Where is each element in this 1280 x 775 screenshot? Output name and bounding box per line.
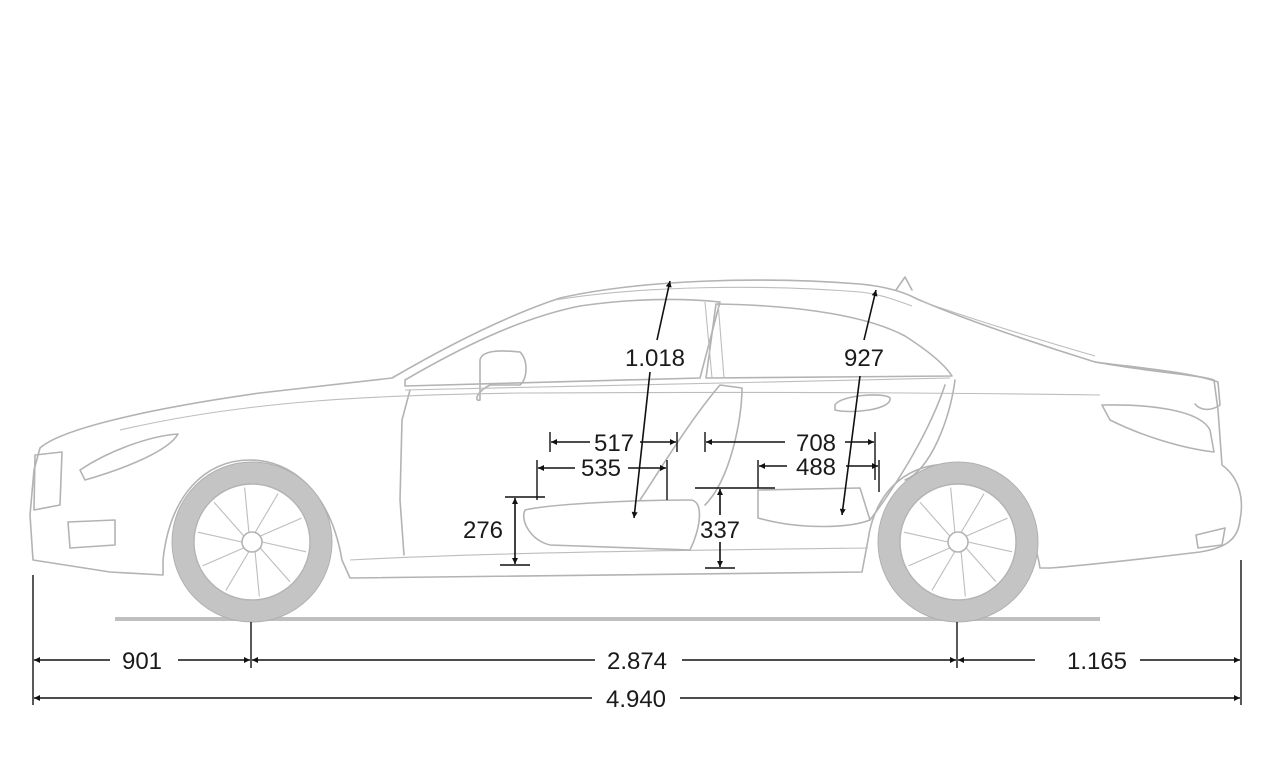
rear-overhang-label: 1.165 (1067, 648, 1127, 675)
wheel-spoke (261, 541, 307, 553)
rear-window-outline (705, 303, 953, 379)
rear-spoiler (1094, 361, 1221, 411)
wheel-spoke (254, 551, 260, 597)
wheel-spoke (225, 551, 250, 591)
window-outline (404, 298, 721, 387)
rear-glass (917, 299, 1096, 357)
wheelbase-label: 2.874 (607, 648, 667, 675)
wheel-spoke (259, 547, 291, 583)
wheel-spoke (919, 501, 951, 537)
door-handle (834, 394, 891, 413)
front-seatback (639, 384, 743, 506)
wheel-spoke (259, 517, 302, 537)
front-headroom-label: 1.018 (625, 345, 685, 372)
wheel-spoke (197, 531, 243, 543)
rear-seat (757, 487, 871, 528)
wheel-spoke (965, 547, 997, 583)
character-line (119, 391, 1101, 431)
roof-rail (554, 286, 913, 307)
front-door-line (399, 389, 411, 556)
fog-light (67, 519, 116, 549)
overall-length-label: 4.940 (606, 686, 666, 713)
exhaust (1195, 527, 1226, 549)
sill-line (349, 547, 869, 561)
rear-wheel (877, 461, 1039, 623)
front-grille (33, 451, 63, 511)
rear-legroom-708-label: 708 (796, 430, 836, 457)
rear-headroom-label: 927 (844, 345, 884, 372)
rear-seatback (869, 384, 946, 521)
dimension-labels: 901 2.874 1.165 4.940 1.018 927 517 535 … (122, 345, 1127, 713)
wheel-spoke (254, 493, 279, 533)
b-pillar (704, 301, 725, 379)
side-mirror (476, 350, 527, 402)
tail-light (1101, 404, 1215, 453)
wheel-spoke (244, 487, 250, 533)
front-seat-height-label: 276 (463, 517, 503, 544)
wheel-spoke (965, 517, 1008, 537)
wheel-spoke (903, 531, 949, 543)
wheel-spoke (213, 501, 245, 537)
wheel-spoke (931, 551, 956, 591)
wheel-spoke (908, 547, 951, 567)
front-overhang-label: 901 (122, 648, 162, 675)
dimension-lines (32, 280, 1242, 705)
antenna (895, 276, 913, 291)
wheel-spoke (967, 541, 1013, 553)
wheel-spoke (960, 551, 966, 597)
rear-seat-height-label: 337 (700, 517, 740, 544)
wheel-spoke (960, 493, 985, 533)
front-seat (523, 499, 701, 551)
front-wheel (171, 461, 333, 623)
rear-legroom-488-label: 488 (796, 454, 836, 481)
wheel-spoke (202, 547, 245, 567)
headlight (79, 433, 179, 481)
front-seat-517-label: 517 (594, 430, 634, 457)
front-seat-535-label: 535 (581, 455, 621, 482)
wheel-spoke (950, 487, 956, 533)
